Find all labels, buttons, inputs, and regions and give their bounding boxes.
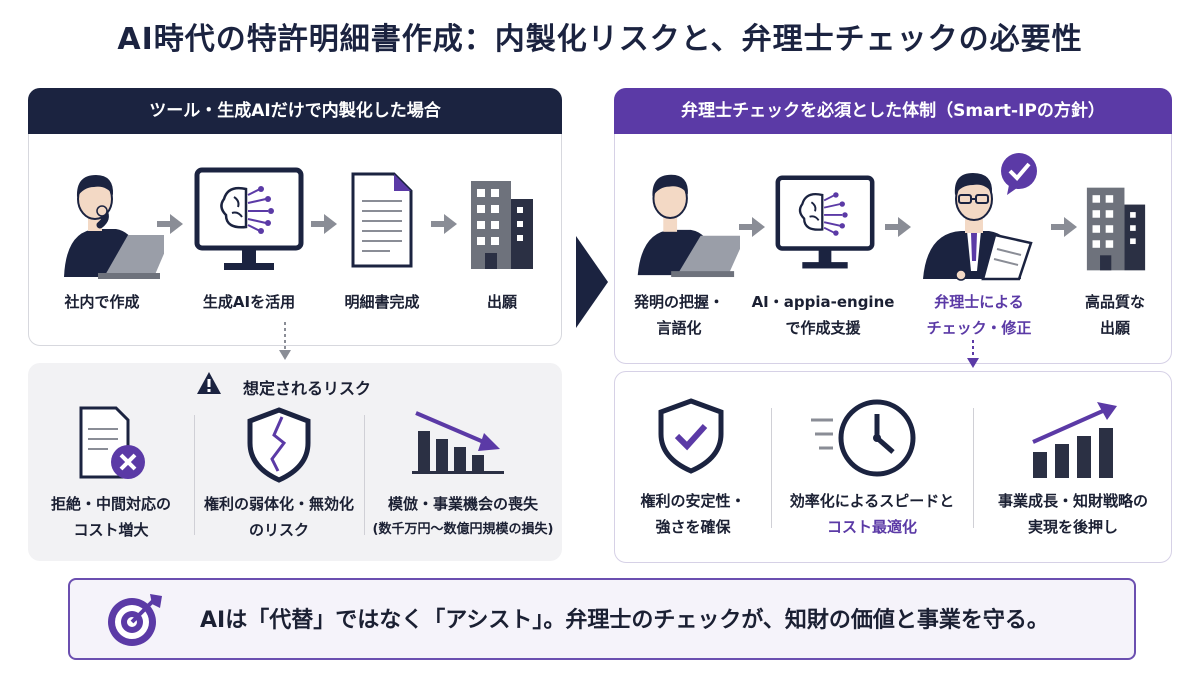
building-icon <box>1086 187 1146 271</box>
step-label-line1: 弁理士による <box>934 293 1024 311</box>
step-inhouse-ai <box>189 167 309 275</box>
step-label-line1: 発明の把握・ <box>633 293 724 311</box>
growth-chart-icon <box>1032 402 1117 478</box>
risk-item-line2: のリスク <box>248 521 309 539</box>
conclusion-banner: AIは「代替」ではなく「アシスト」。弁理士のチェックが、知財の価値と事業を守る。 <box>68 578 1136 660</box>
step-attorney-check <box>913 151 1043 281</box>
benefit-item-line2: コスト最適化 <box>826 518 917 536</box>
benefit-box: 権利の安定性・ 強さを確保 効率化によるスピードと コスト最適化 事業成長・知財… <box>614 371 1172 563</box>
benefit-item-stability: 権利の安定性・ 強さを確保 <box>615 488 771 540</box>
step-label: 高品質な 出願 <box>1035 289 1195 341</box>
inhouse-panel: ツール・生成AIだけで内製化した場合 <box>28 88 562 346</box>
declining-chart-icon <box>412 411 504 474</box>
inhouse-panel-header: ツール・生成AIだけで内製化した場合 <box>28 88 562 134</box>
cracked-shield-icon <box>247 407 311 483</box>
warning-icon <box>197 372 221 394</box>
step-label-line2: チェック・修正 <box>926 319 1032 337</box>
risk-item-cost: 拒絶・中間対応の コスト増大 <box>28 491 194 543</box>
step-label: AI・appia-engine で作成支援 <box>743 289 903 341</box>
person-laptop-icon <box>637 174 740 278</box>
step-label-line1: 高品質な <box>1084 293 1145 311</box>
step-attorney-file <box>1081 185 1151 273</box>
arrow-right-icon <box>885 217 911 237</box>
step-label: 発明の把握・ 言語化 <box>599 289 759 341</box>
arrow-right-icon <box>1051 217 1077 237</box>
dotted-down-arrow-icon <box>967 340 979 368</box>
risk-box: 想定されるリスク 拒絶・中間対応の コスト増大 権利の弱体化・無効化 のリスク … <box>28 363 562 561</box>
arrow-right-icon <box>311 214 337 234</box>
benefit-item-line2: 実現を後押し <box>1027 518 1118 536</box>
risk-item-weaken: 権利の弱体化・無効化 のリスク <box>194 491 364 543</box>
rejected-document-icon <box>79 406 145 479</box>
attorney-panel-header: 弁理士チェックを必須とした体制（Smart-IPの方針） <box>614 88 1172 134</box>
benefit-item-line1: 権利の安定性・ <box>640 492 746 510</box>
column-divider <box>973 408 974 528</box>
dotted-down-arrow-icon <box>279 322 291 360</box>
conclusion-text: AIは「代替」ではなく「アシスト」。弁理士のチェックが、知財の価値と事業を守る。 <box>200 608 1049 633</box>
step-label: 生成AIを活用 <box>202 293 296 311</box>
document-icon <box>351 172 413 268</box>
check-shield-icon <box>658 398 724 474</box>
arrow-right-icon <box>431 214 457 234</box>
risk-item-line1: 拒絶・中間対応の <box>50 495 171 513</box>
benefit-item-line2: 強さを確保 <box>655 518 731 536</box>
ai-monitor-icon <box>194 167 304 270</box>
arrow-right-icon <box>739 217 765 237</box>
step-inhouse-file <box>467 179 537 271</box>
risk-item-line2: コスト増大 <box>73 521 149 539</box>
column-divider <box>364 415 365 535</box>
building-icon <box>471 181 533 269</box>
column-divider <box>771 408 772 528</box>
attorney-panel: 弁理士チェックを必須とした体制（Smart-IPの方針） <box>614 88 1172 364</box>
page-title: AI時代の特許明細書作成：内製化リスクと、弁理士チェックの必要性 <box>117 22 1083 57</box>
step-inhouse-document <box>347 171 417 269</box>
risk-item-loss: 模倣・事業機会の喪失 (数千万円〜数億円規模の損失) <box>364 491 562 543</box>
risk-item-line1: 模倣・事業機会の喪失 <box>387 495 538 513</box>
attorney-check-icon <box>923 153 1037 281</box>
step-label: 出願 <box>486 293 517 311</box>
step-label-line2: 言語化 <box>656 319 702 337</box>
step-attorney-ai <box>773 175 877 273</box>
risk-title: 想定されるリスク <box>242 379 371 398</box>
arrow-right-icon <box>157 214 183 234</box>
speed-clock-icon <box>811 399 916 477</box>
column-divider <box>194 415 195 535</box>
benefit-item-efficiency: 効率化によるスピードと コスト最適化 <box>771 488 973 540</box>
benefit-item-growth: 事業成長・知財戦略の 実現を後押し <box>973 488 1173 540</box>
target-icon <box>108 594 162 646</box>
step-label: 明細書完成 <box>344 293 420 311</box>
risk-item-line2: (数千万円〜数億円規模の損失) <box>372 522 554 537</box>
ai-monitor-icon <box>775 175 875 269</box>
step-label-line2: で作成支援 <box>785 319 861 337</box>
benefit-item-line1: 事業成長・知財戦略の <box>997 492 1148 510</box>
chevron-right-icon <box>576 236 608 328</box>
step-label-line2: 出願 <box>1099 319 1130 337</box>
benefit-item-line1: 効率化によるスピードと <box>789 492 955 510</box>
step-label: 社内で作成 <box>64 293 140 311</box>
step-label-line1: AI・appia-engine <box>751 293 895 311</box>
step-attorney-grasp <box>621 161 741 279</box>
step-label: 弁理士による チェック・修正 <box>899 289 1059 341</box>
person-laptop-icon <box>64 175 164 279</box>
step-inhouse-create <box>39 161 169 281</box>
risk-item-line1: 権利の弱体化・無効化 <box>203 495 354 513</box>
